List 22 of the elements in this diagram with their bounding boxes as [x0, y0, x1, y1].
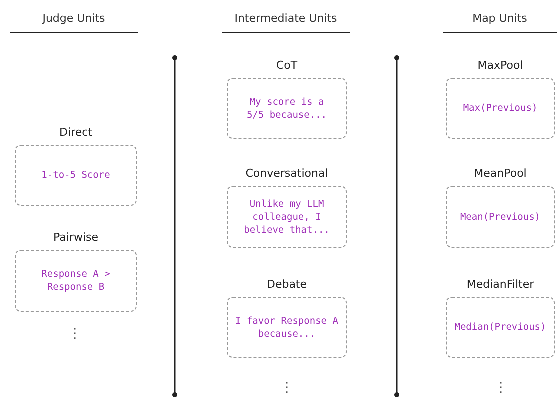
box-heading: Pairwise: [53, 230, 98, 246]
box-heading: MaxPool: [478, 58, 524, 74]
box-text: Median(Previous): [454, 321, 546, 334]
box-text: Max(Previous): [463, 102, 538, 115]
box-text: My score is a 5/5 because...: [246, 96, 328, 122]
box-text: I favor Response A because...: [234, 314, 340, 340]
column-heading: Map Units: [472, 12, 528, 25]
box-text: 1-to-5 Score: [42, 169, 110, 182]
ellipsis-text: ⋮: [493, 380, 509, 396]
box-heading: MedianFilter: [466, 277, 534, 293]
box-heading: MeanPool: [474, 166, 527, 182]
box-heading: Conversational: [246, 166, 328, 182]
box-heading: Direct: [60, 125, 92, 141]
box-text: Unlike my LLM colleague, I believe that...: [243, 198, 331, 236]
box-heading: CoT: [276, 58, 298, 74]
box-text: Response A > Response B: [40, 268, 112, 294]
column-heading: Judge Units: [41, 12, 106, 25]
box-heading: Debate: [266, 277, 308, 293]
ellipsis-text: ⋮: [279, 380, 295, 396]
box-text: Mean(Previous): [460, 210, 541, 224]
column-heading: Intermediate Units: [234, 12, 338, 25]
ellipsis-text: ⋮: [67, 326, 83, 342]
